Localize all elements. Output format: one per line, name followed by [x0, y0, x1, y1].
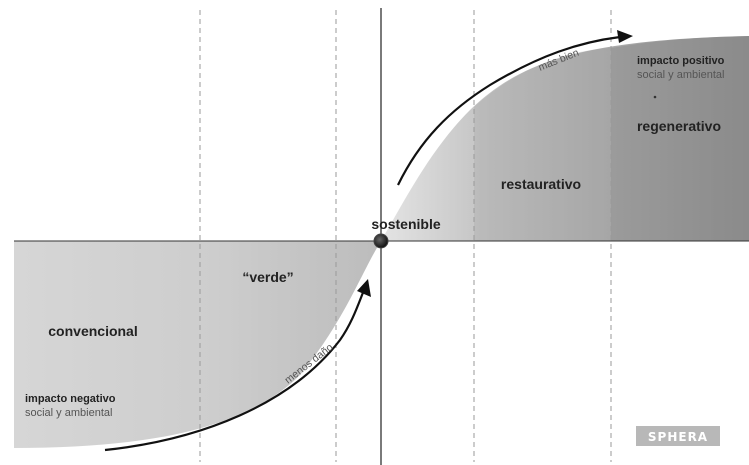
negative-impact-title: impacto negativo [25, 393, 116, 405]
logo-text: SPHERA [648, 430, 708, 444]
zone-label-regenerativo: regenerativo [637, 118, 721, 134]
negative-zone-shading [14, 241, 381, 448]
zone-label-restaurativo: restaurativo [501, 176, 581, 192]
negative-impact-subtitle: social y ambiental [25, 407, 112, 419]
regenerative-zone-shading [611, 36, 749, 241]
restaurative-zone-shading [474, 48, 611, 241]
positive-impact-title: impacto positivo [637, 55, 725, 67]
sostenible-point [373, 233, 389, 249]
lower-arrow-curve [104, 289, 366, 452]
positive-zone-shading [381, 36, 749, 241]
zone-label-convencional: convencional [48, 323, 137, 339]
upper-arrow-curve [397, 35, 621, 186]
regenerativo-marker-dot [653, 95, 657, 99]
zone-label-sostenible: sostenible [371, 216, 440, 232]
upper-arrow-head [617, 30, 633, 43]
lower-arrow-head [357, 279, 371, 297]
logo-badge [636, 426, 720, 446]
positive-impact-subtitle: social y ambiental [637, 69, 724, 81]
zone-label-verde: “verde” [242, 269, 293, 285]
